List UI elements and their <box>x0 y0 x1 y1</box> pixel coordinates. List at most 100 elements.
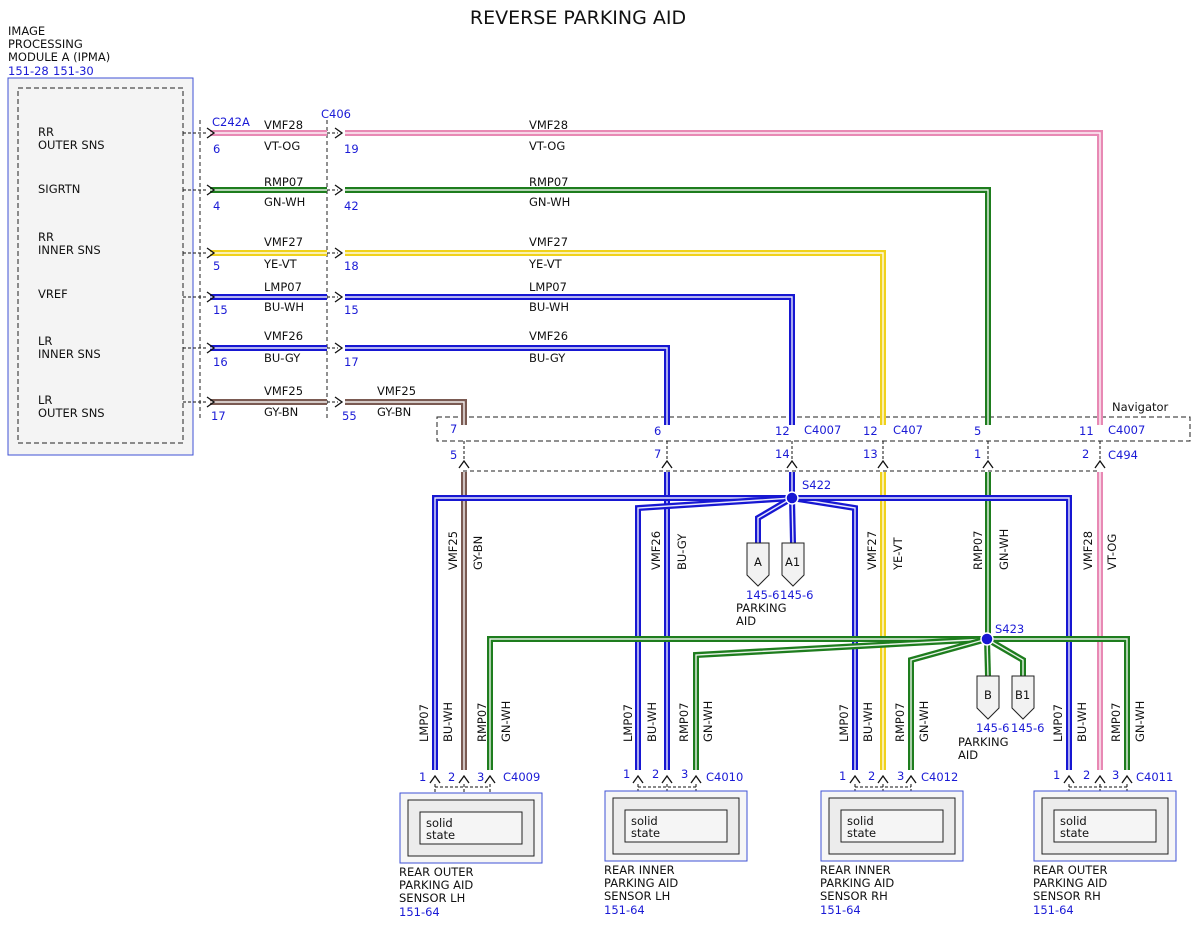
sensor-ref-rh-outer[interactable]: 151-64 <box>1033 903 1074 917</box>
svg-text:BU-GY: BU-GY <box>529 351 566 365</box>
connector-c4011[interactable]: C4011 <box>1136 770 1173 784</box>
splice-s423-dot <box>980 632 994 646</box>
sensor-lh-outer-solid-state <box>419 811 523 845</box>
module-ref-2[interactable]: 151-30 <box>53 64 94 78</box>
wire-lmp07-to-page-a1-stripe <box>791 497 794 544</box>
svg-text:12: 12 <box>863 424 878 438</box>
connector-c406[interactable]: C406 <box>321 107 351 121</box>
svg-text:SENSOR LH: SENSOR LH <box>399 891 465 905</box>
svg-text:18: 18 <box>344 259 359 273</box>
svg-text:LMP07: LMP07 <box>1051 704 1065 742</box>
wire-lmp07-to-lh-inner-stripe <box>637 497 793 770</box>
connector-c4009[interactable]: C4009 <box>503 770 540 784</box>
connector-c4012[interactable]: C4012 <box>921 770 958 784</box>
svg-text:VT-OG: VT-OG <box>529 139 565 153</box>
svg-text:1: 1 <box>1053 768 1060 782</box>
sensor-rh-outer-pin-arrow-2 <box>1094 774 1106 784</box>
svg-text:3: 3 <box>681 767 688 781</box>
pin-arrow-inline-rmp07 <box>982 459 994 469</box>
svg-text:VMF27: VMF27 <box>865 531 879 570</box>
svg-text:PROCESSING: PROCESSING <box>8 37 83 51</box>
wire-vmf25-b-stripe <box>345 401 465 425</box>
circuit-labels: VMF28 VT-OG 6 19 VMF28 VT-OG RMP07 GN-WH… <box>211 118 570 423</box>
page-connector-b[interactable]: B <box>984 688 992 702</box>
wires <box>210 130 1130 770</box>
svg-text:LR: LR <box>38 334 52 348</box>
splice-s423-label[interactable]: S423 <box>995 622 1024 636</box>
svg-text:AID: AID <box>736 614 756 628</box>
svg-text:AID: AID <box>958 748 978 762</box>
svg-text:VMF26: VMF26 <box>649 531 663 570</box>
svg-text:GN-WH: GN-WH <box>1133 701 1147 742</box>
sensor-lh-inner-solid-label: solid <box>631 814 658 828</box>
wire-rmp07-b-stripe <box>345 189 989 425</box>
connector-c242a[interactable]: C242A <box>212 115 250 129</box>
sensor-lh-outer-solid-label: solid <box>426 816 453 830</box>
sensor-rh-outer-solid-label: solid <box>1060 814 1087 828</box>
svg-text:14: 14 <box>775 447 790 461</box>
pin-arrow-c242a-vmf28 <box>206 127 216 139</box>
splice-s422-dot <box>785 491 799 505</box>
svg-text:3: 3 <box>897 769 904 783</box>
svg-text:GY-BN: GY-BN <box>471 536 485 570</box>
wire-rmp07-to-rh-outer-stripe <box>987 638 1128 770</box>
pin-arrow-inline-vmf26 <box>661 459 673 469</box>
page-connector-b1[interactable]: B1 <box>1015 688 1030 702</box>
svg-text:VMF27: VMF27 <box>264 235 303 249</box>
svg-text:RR: RR <box>38 125 54 139</box>
sensor-rh-inner-pin-arrow-2 <box>877 774 889 784</box>
svg-text:GN-WH: GN-WH <box>701 701 715 742</box>
sensor-rh-inner-pin-arrow-1 <box>849 774 861 784</box>
sensor-ref-lh-outer[interactable]: 151-64 <box>399 905 440 919</box>
splice-s422-label[interactable]: S422 <box>802 478 831 492</box>
svg-text:LMP07: LMP07 <box>837 704 851 742</box>
svg-text:2: 2 <box>448 770 455 784</box>
svg-text:15: 15 <box>213 303 228 317</box>
svg-text:VMF26: VMF26 <box>264 329 303 343</box>
svg-text:17: 17 <box>344 355 359 369</box>
wire-lmp07-to-rh-outer-stripe <box>792 497 1070 770</box>
svg-text:11: 11 <box>1079 424 1094 438</box>
svg-text:2: 2 <box>1083 768 1090 782</box>
connector-c407[interactable]: C407 <box>893 423 923 437</box>
svg-text:3: 3 <box>1112 768 1119 782</box>
svg-text:RMP07: RMP07 <box>677 703 691 742</box>
svg-text:REAR OUTER: REAR OUTER <box>399 865 474 879</box>
svg-text:1: 1 <box>974 447 981 461</box>
module-inner-box <box>17 87 184 444</box>
svg-text:GN-WH: GN-WH <box>997 529 1011 570</box>
svg-text:REAR OUTER: REAR OUTER <box>1033 863 1108 877</box>
page-connector-a[interactable]: A <box>754 555 762 569</box>
svg-text:RMP07: RMP07 <box>1109 703 1123 742</box>
wire-lmp07-b-stripe <box>345 296 793 425</box>
svg-text:1: 1 <box>623 767 630 781</box>
connector-c4007-b[interactable]: C4007 <box>1108 423 1145 437</box>
svg-text:LR: LR <box>38 393 52 407</box>
sensor-ref-rh-inner[interactable]: 151-64 <box>820 903 861 917</box>
sensor-rh-outer-solid-state <box>1053 809 1157 843</box>
module-box <box>7 77 194 456</box>
wire-lmp07-to-rh-inner-stripe <box>791 497 856 770</box>
sensor-rh-inner-solid-state <box>840 809 944 843</box>
svg-text:1: 1 <box>839 769 846 783</box>
sensor-lh-inner-solid-state <box>624 809 728 843</box>
connector-c4010[interactable]: C4010 <box>706 770 743 784</box>
svg-text:2: 2 <box>652 767 659 781</box>
svg-text:GN-WH: GN-WH <box>264 195 305 209</box>
svg-text:RMP07: RMP07 <box>529 175 568 189</box>
svg-text:6: 6 <box>213 142 220 156</box>
svg-text:SIGRTN: SIGRTN <box>38 182 80 196</box>
page-connector-a1[interactable]: A1 <box>785 555 800 569</box>
svg-text:16: 16 <box>213 355 228 369</box>
module-ref-1[interactable]: 151-28 <box>8 64 49 78</box>
sensor-ref-lh-inner[interactable]: 151-64 <box>604 903 645 917</box>
svg-text:BU-WH: BU-WH <box>264 300 304 314</box>
svg-text:VT-OG: VT-OG <box>1105 534 1119 570</box>
pin-arrow-c242a-lmp07 <box>206 291 216 303</box>
connector-c4007[interactable]: C4007 <box>804 423 841 437</box>
pin-arrow-c406-vmf26 <box>334 342 344 354</box>
svg-text:REAR INNER: REAR INNER <box>820 863 891 877</box>
connector-c494[interactable]: C494 <box>1108 448 1138 462</box>
